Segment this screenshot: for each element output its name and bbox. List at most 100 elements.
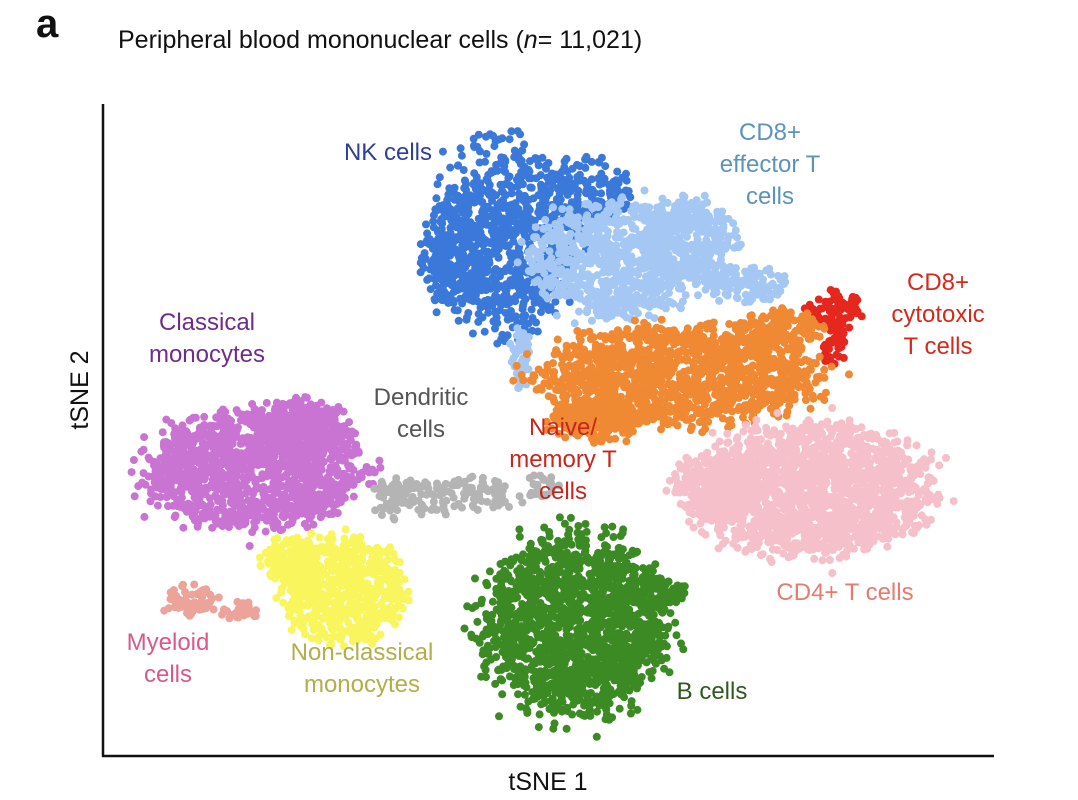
cell-point	[733, 284, 742, 293]
cell-point	[550, 277, 559, 286]
cell-point	[581, 200, 590, 208]
cell-point	[512, 206, 521, 215]
cell-point	[613, 406, 622, 415]
cell-point	[523, 219, 532, 228]
cell-point	[700, 408, 709, 417]
cell-point	[477, 232, 486, 241]
cell-point	[820, 396, 829, 404]
cell-point	[518, 305, 527, 314]
cell-point	[492, 278, 500, 287]
cell-point	[494, 135, 503, 144]
cell-point	[694, 354, 703, 362]
cell-point	[794, 366, 803, 375]
cell-point	[663, 198, 672, 207]
cell-point	[772, 314, 781, 323]
cell-point	[766, 404, 775, 413]
cell-point	[613, 201, 622, 210]
cell-point	[549, 377, 558, 386]
cell-point	[599, 174, 608, 183]
cell-point	[676, 205, 685, 214]
cell-point	[728, 336, 737, 345]
cell-point	[569, 341, 578, 350]
cell-point	[857, 312, 866, 321]
cell-point	[711, 217, 720, 226]
cell-point	[675, 370, 684, 379]
cell-point	[537, 308, 545, 316]
cell-point	[492, 313, 501, 322]
cell-point	[634, 356, 643, 365]
cell-point	[595, 365, 604, 374]
cell-point	[548, 180, 557, 189]
cell-point	[482, 132, 490, 141]
cell-point	[709, 331, 718, 340]
cell-point	[556, 188, 565, 197]
cell-point	[507, 127, 516, 136]
cell-point	[492, 292, 501, 301]
cell-point	[682, 255, 691, 264]
cell-point	[478, 208, 487, 217]
cell-point	[676, 268, 685, 277]
cell-point	[774, 382, 783, 391]
cell-point	[815, 352, 824, 361]
cell-point	[682, 356, 691, 365]
cell-point	[545, 189, 554, 197]
cell-point	[732, 376, 741, 385]
cell-point	[727, 361, 736, 370]
cell-point	[509, 376, 518, 385]
cell-point	[600, 214, 609, 223]
cell-point	[677, 246, 686, 255]
cell-point	[544, 306, 553, 314]
cell-point	[672, 413, 681, 422]
cell-point	[433, 180, 442, 189]
cell-point	[675, 302, 684, 311]
cell-point	[596, 402, 605, 411]
cell-point	[663, 260, 672, 269]
cell-point	[584, 287, 593, 296]
cell-point	[583, 180, 592, 189]
cell-point	[456, 144, 465, 153]
cell-point	[438, 147, 447, 156]
cell-point	[581, 155, 590, 164]
cell-point	[721, 406, 730, 414]
cell-point	[672, 403, 681, 412]
cell-point	[439, 231, 448, 240]
cell-point	[661, 370, 670, 378]
cell-point	[718, 207, 727, 216]
cell-point	[826, 353, 835, 362]
cell-point	[824, 301, 832, 310]
cell-point	[673, 224, 682, 233]
cell-point	[630, 334, 639, 343]
cell-point	[503, 201, 512, 210]
cell-point	[806, 334, 815, 343]
cell-point	[586, 279, 595, 288]
cell-point	[701, 425, 710, 433]
cell-point	[813, 307, 822, 316]
cell-point	[761, 326, 770, 334]
cell-point	[540, 379, 549, 388]
cell-point	[643, 225, 652, 234]
cell-point	[445, 291, 454, 300]
cell-point	[454, 247, 463, 256]
cell-point	[604, 350, 613, 359]
cell-point	[696, 321, 705, 330]
cell-point	[509, 237, 518, 246]
cell-point	[468, 329, 477, 338]
cell-point	[685, 205, 694, 214]
cell-point	[727, 388, 736, 397]
cell-point	[432, 194, 441, 203]
cell-point	[514, 283, 523, 292]
cell-point	[717, 373, 726, 382]
cell-point	[703, 381, 712, 390]
cell-point	[721, 244, 730, 253]
cell-point	[692, 239, 701, 248]
cell-point	[454, 191, 462, 200]
cell-point	[686, 426, 695, 434]
cell-point	[765, 264, 774, 273]
cell-point	[496, 159, 505, 168]
cell-point	[721, 536, 730, 545]
cell-point	[609, 295, 618, 304]
cell-point	[602, 433, 611, 442]
cell-point	[510, 146, 519, 155]
cell-point	[517, 237, 526, 246]
cell-point	[815, 332, 824, 341]
